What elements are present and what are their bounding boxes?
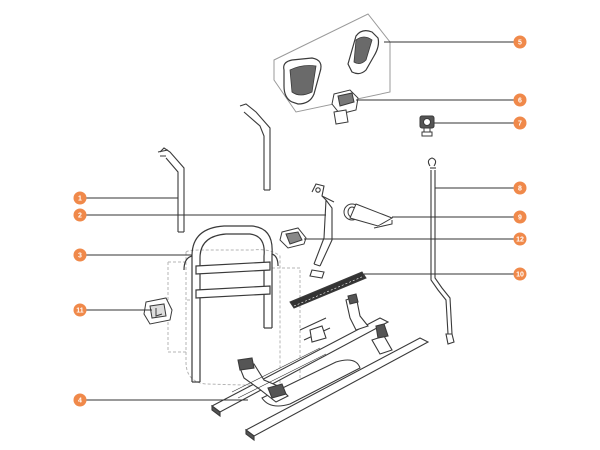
upright-tube-right — [239, 103, 271, 191]
callout-label: 11 — [76, 308, 84, 315]
callout-label: 1 — [78, 196, 82, 203]
callout-badge — [73, 208, 87, 222]
parts-box-outline — [273, 13, 391, 113]
callout-label: 12 — [516, 237, 524, 244]
callout-badge — [513, 267, 527, 281]
support-arm — [309, 183, 335, 279]
callout-12: 12 — [513, 232, 527, 246]
callout-badge — [513, 181, 527, 195]
wheel-holder-pads — [273, 13, 391, 113]
upright-tube-left — [157, 147, 185, 233]
lock-knob — [419, 115, 435, 137]
callout-badge — [513, 232, 527, 246]
callout-8: 8 — [513, 181, 527, 195]
main-frame — [183, 225, 279, 383]
callouts: 1 2 3 4 5 6 7 8 9 10 11 12 — [73, 35, 527, 407]
callout-badge — [73, 303, 87, 317]
wheel-rail-platform — [210, 293, 430, 442]
callout-label: 4 — [78, 398, 82, 405]
callout-1: 1 — [73, 191, 87, 205]
callout-badge — [513, 93, 527, 107]
callout-label: 5 — [518, 40, 522, 47]
callout-badge — [513, 35, 527, 49]
callout-7: 7 — [513, 116, 527, 130]
callout-badge — [513, 210, 527, 224]
callout-label: 2 — [78, 213, 82, 220]
callout-5: 5 — [513, 35, 527, 49]
callout-badge — [73, 393, 87, 407]
support-rod — [427, 157, 455, 345]
callout-label: 6 — [518, 98, 522, 105]
callout-10: 10 — [513, 267, 527, 281]
callout-label: 9 — [518, 215, 522, 222]
callout-9: 9 — [513, 210, 527, 224]
callout-label: 8 — [518, 186, 522, 193]
callout-badge — [73, 248, 87, 262]
strap-buckle — [343, 203, 394, 229]
callout-3: 3 — [73, 248, 87, 262]
clamp-bracket — [331, 89, 359, 125]
callout-badge — [513, 116, 527, 130]
callout-4: 4 — [73, 393, 87, 407]
callout-label: 3 — [78, 253, 82, 260]
leader-lines — [86, 41, 514, 401]
rubber-pad — [279, 227, 307, 249]
callout-2: 2 — [73, 208, 87, 222]
callout-label: 10 — [516, 272, 524, 279]
callout-11: 11 — [73, 303, 87, 317]
callout-badge — [73, 191, 87, 205]
callout-label: 7 — [518, 121, 522, 128]
callout-6: 6 — [513, 93, 527, 107]
wall-bracket — [143, 297, 173, 325]
fixing-strap — [289, 271, 367, 309]
